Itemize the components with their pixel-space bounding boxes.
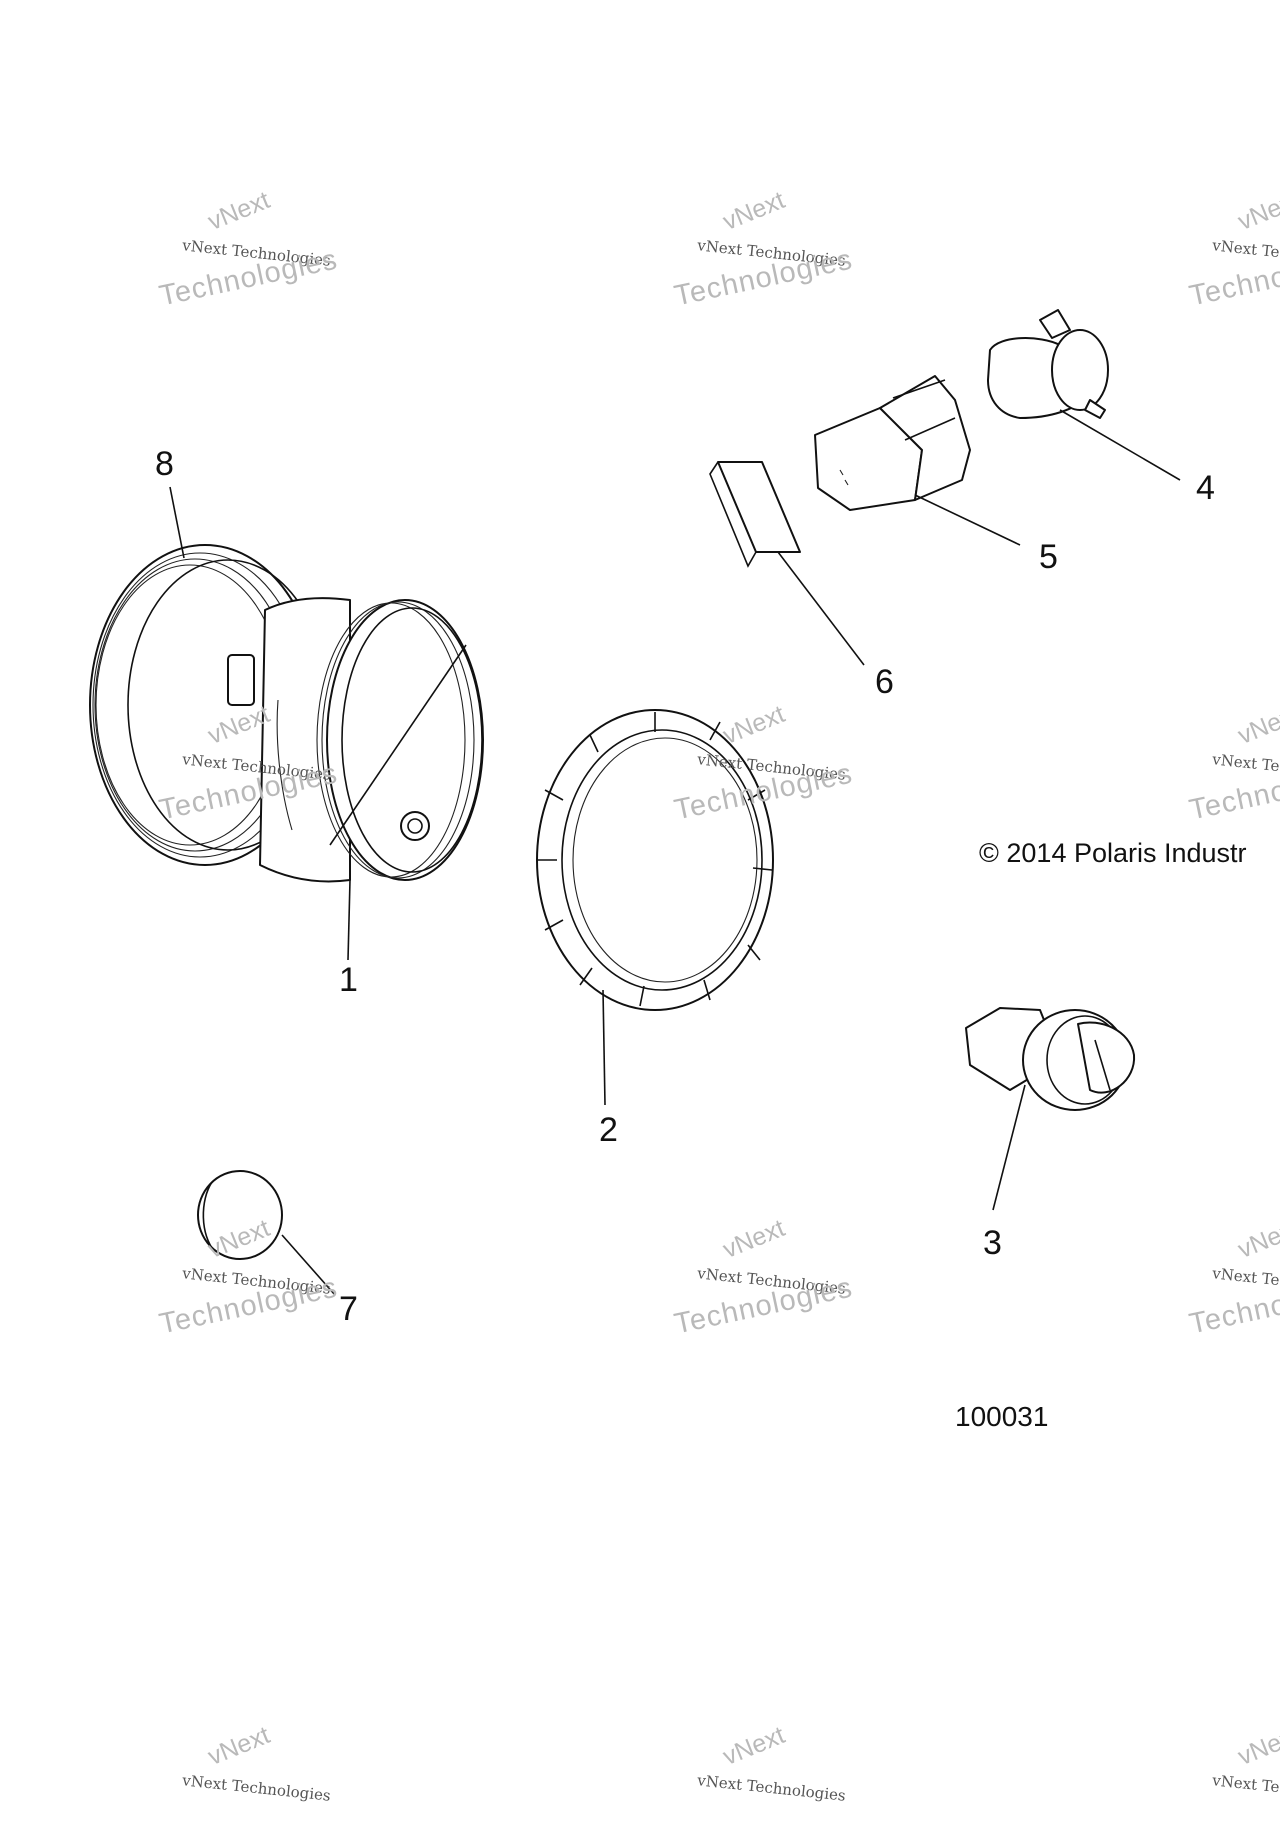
leader-line-1 xyxy=(347,879,351,961)
part-6-label xyxy=(709,461,801,568)
callout-1: 1 xyxy=(339,961,358,999)
callout-7: 7 xyxy=(339,1290,358,1328)
callout-4: 4 xyxy=(1196,469,1215,507)
part-4-bulb xyxy=(987,309,1109,419)
figure-number: 100031 xyxy=(955,1401,1049,1432)
part-5-rocker-switch xyxy=(814,375,971,511)
callout-3: 3 xyxy=(983,1224,1002,1262)
callout-6: 6 xyxy=(875,663,894,701)
leader-line-7 xyxy=(281,1234,336,1296)
parts-diagram xyxy=(89,309,1181,1296)
copyright-text: © 2014 Polaris Industr xyxy=(979,838,1247,868)
leader-line-5 xyxy=(914,494,1021,546)
leader-line-2 xyxy=(602,989,606,1106)
part-7-plug xyxy=(197,1170,283,1260)
callout-2: 2 xyxy=(599,1111,618,1149)
leader-line-8 xyxy=(169,486,185,559)
callout-8: 8 xyxy=(155,445,174,483)
part-3-ignition-switch xyxy=(965,1007,1136,1111)
leader-line-3 xyxy=(992,1084,1026,1211)
part-1-gauge-housing xyxy=(227,597,484,883)
callout-5: 5 xyxy=(1039,538,1058,576)
part-2-bezel-ring xyxy=(536,709,774,1011)
leader-line-6 xyxy=(777,551,865,666)
leader-line-4 xyxy=(1059,409,1181,481)
